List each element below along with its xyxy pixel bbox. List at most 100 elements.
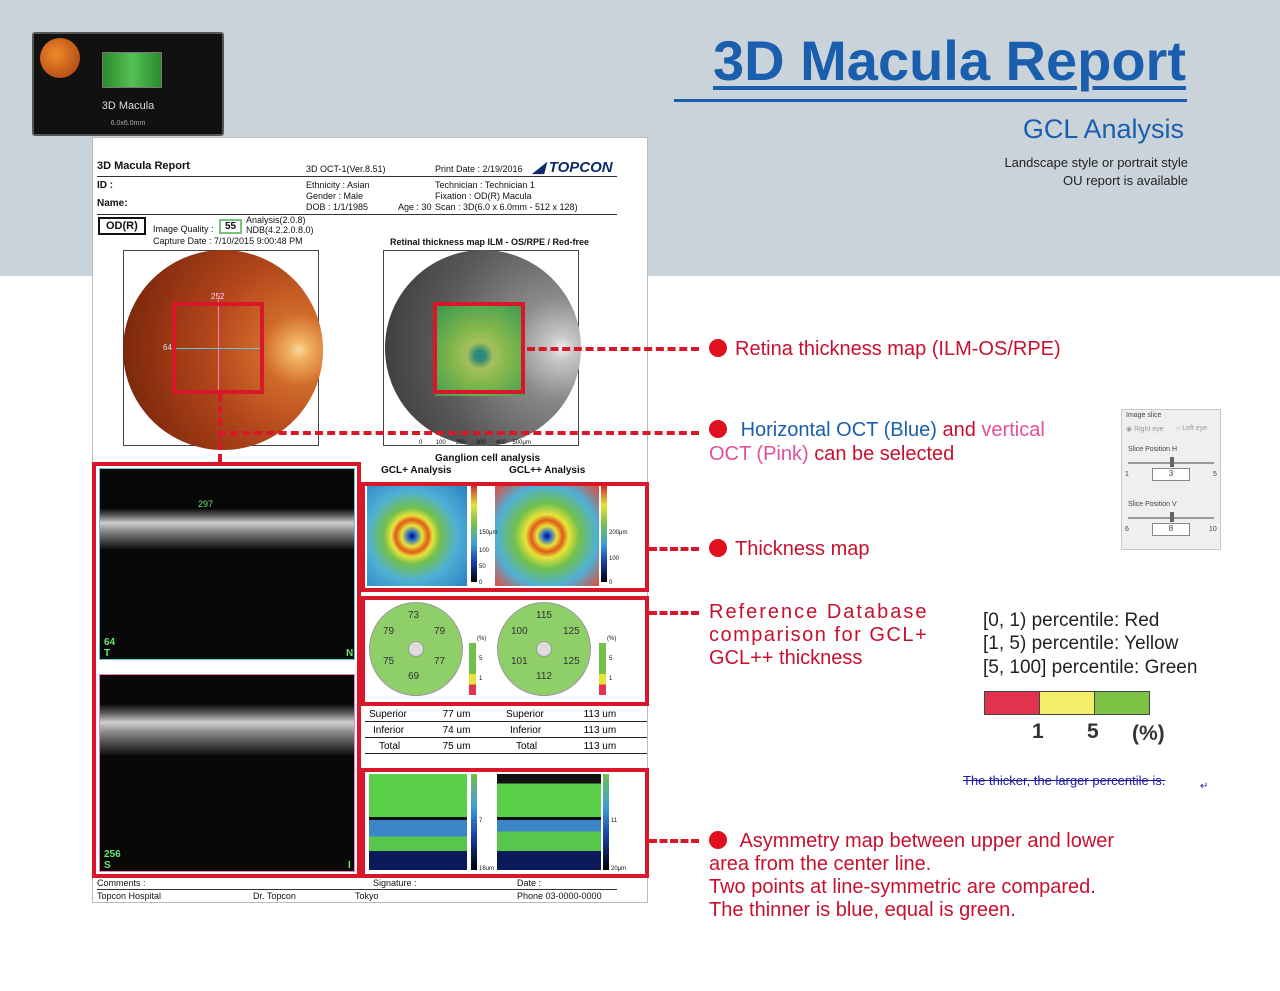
fundus-photo xyxy=(123,250,323,450)
grid-value: 125 xyxy=(563,626,580,637)
oct-pink-text: OCT (Pink) xyxy=(709,443,809,465)
oct-vertical-text: vertical xyxy=(981,419,1045,441)
retina-layer-band xyxy=(100,705,354,755)
percentile-tick-1: 1 xyxy=(1032,720,1044,743)
scale-label: 400 xyxy=(495,440,506,446)
print-date: Print Date : 2/19/2016 xyxy=(435,164,523,174)
asymmetry-annotation-line2: area from the center line. xyxy=(709,853,932,875)
scale-bar: 0 100 200 300 400 500μm xyxy=(419,440,531,446)
thickness-map-highlight xyxy=(433,302,525,394)
slice-h-label: Slice Position H xyxy=(1128,446,1178,453)
title-underline xyxy=(674,99,1187,102)
slice-h-min: 1 xyxy=(1125,471,1129,478)
percentile-tick: 5 xyxy=(479,656,483,662)
retina-layer-band xyxy=(100,509,354,549)
city-name: Tokyo xyxy=(355,891,379,901)
slice-h-handle[interactable] xyxy=(1170,457,1174,467)
oct-vertical-connector xyxy=(218,394,222,462)
vertical-scan-line xyxy=(218,298,219,398)
retina-connector xyxy=(527,347,699,351)
thickness-annotation-text: Thickness map xyxy=(735,538,870,560)
left-eye-radio[interactable]: ○ Left eye xyxy=(1176,425,1208,432)
slice-v-max: 10 xyxy=(1209,526,1217,533)
grid-value: 79 xyxy=(434,626,446,637)
ou-note: OU report is available xyxy=(1063,173,1188,188)
bullet-icon xyxy=(709,831,727,849)
colorbar-tick: 0 xyxy=(479,580,483,586)
table-row: Total 75 um Total 113 um xyxy=(365,737,647,754)
thickness-connector xyxy=(649,547,699,551)
colorbar-tick: 0 xyxy=(609,580,613,586)
colorbar-tick: 20μm xyxy=(611,866,627,872)
retina-annotation-text: Retina thickness map (ILM-OS/RPE) xyxy=(735,338,1061,360)
gcl-plus-asymmetry-map xyxy=(369,774,467,870)
table-cell: Inferior xyxy=(365,721,439,738)
left-eye-label: Left eye xyxy=(1182,425,1208,432)
slice-v-label: Slice Position V xyxy=(1128,501,1177,508)
colorbar-tick: 50 xyxy=(479,564,486,570)
thickness-maps-highlight xyxy=(361,482,649,592)
3d-macula-thumbnail[interactable]: 3D Macula 6.0x6.0mm xyxy=(32,32,224,136)
percentile-tick: 1 xyxy=(479,676,483,682)
gcl-plusplus-colorbar xyxy=(601,486,607,582)
percentile-red-text: [0, 1) percentile: Red xyxy=(983,610,1160,631)
id-label: ID : xyxy=(97,180,114,191)
report-preview-icon xyxy=(102,52,162,88)
percentile-yellow-swatch xyxy=(1040,692,1095,714)
ndb-version: NDB(4.2.2.0.8.0) xyxy=(246,225,314,235)
slice-v-handle[interactable] xyxy=(1170,512,1174,522)
colorbar-tick: 150μm xyxy=(479,530,498,536)
brand-logo: ◢ TOPCON xyxy=(533,158,613,176)
scale-label: 300 xyxy=(475,440,486,446)
layers-icon xyxy=(40,38,80,78)
signature-label: Signature : xyxy=(373,878,417,888)
dob: DOB : 1/1/1985 xyxy=(306,202,369,212)
table-row: Inferior 74 um Inferior 113 um xyxy=(365,721,647,738)
oct-rest-text: can be selected xyxy=(808,443,955,465)
grid-value: 101 xyxy=(511,656,528,667)
asymmetry-highlight xyxy=(361,768,649,878)
oct-blue-text: Horizontal OCT (Blue) xyxy=(740,419,937,441)
grid-center xyxy=(408,641,424,657)
phone-number: Phone 03-0000-0000 xyxy=(517,891,602,901)
map-title: Retinal thickness map ILM - OS/RPE / Red… xyxy=(390,237,590,247)
thickness-overlay xyxy=(435,306,525,396)
table-cell: 75 um xyxy=(438,737,503,754)
colorbar-tick: 100 xyxy=(609,556,620,562)
oct-highlight xyxy=(92,462,361,878)
oct-annotation: Horizontal OCT (Blue) and vertical xyxy=(709,418,1045,442)
report-version: 3D OCT-1(Ver.8.51) xyxy=(306,164,386,174)
grid-value: 73 xyxy=(408,610,420,621)
gcl-plusplus-asymmetry-map xyxy=(497,774,601,870)
report-title: 3D Macula Report xyxy=(97,160,190,172)
fixation: Fixation : OD(R) Macula xyxy=(435,191,532,201)
slice-h-input[interactable]: 3 xyxy=(1152,468,1190,481)
table-cell: 113 um xyxy=(579,737,647,754)
table-cell: Total xyxy=(502,737,580,754)
hospital-name: Topcon Hospital xyxy=(97,891,162,901)
scale-label: 0 xyxy=(419,440,423,446)
table-cell: 113 um xyxy=(579,708,647,722)
percentile-tick-5: 5 xyxy=(1087,720,1099,743)
table-row: Superior 77 um Superior 113 um xyxy=(365,708,647,722)
slice-v-min: 6 xyxy=(1125,526,1129,533)
right-eye-radio[interactable]: ◉ Right eye xyxy=(1126,426,1164,433)
asymmetry-connector xyxy=(649,839,699,843)
brand-name: TOPCON xyxy=(548,159,613,176)
horizontal-oct-image: 297 64 T N xyxy=(99,468,355,660)
reference-annotation-line3: GCL++ thickness xyxy=(709,647,863,669)
reference-annotation-line1: Reference Database xyxy=(709,601,929,623)
asymmetry-annotation-line3: Two points at line-symmetric are compare… xyxy=(709,876,1096,898)
right-eye-label: Right eye xyxy=(1134,426,1164,433)
colorbar-tick: 200μm xyxy=(609,530,628,536)
table-cell: Total xyxy=(365,737,439,754)
info-rule xyxy=(97,214,617,215)
slice-v-input[interactable]: 8 xyxy=(1152,523,1190,536)
colorbar-tick: 7 xyxy=(479,818,483,824)
grid-value: 79 xyxy=(383,626,395,637)
technician: Technician : Technician 1 xyxy=(435,180,535,190)
asymmetry-colorbar xyxy=(471,774,477,870)
eye-badge: OD(R) xyxy=(98,217,146,235)
slice-position-panel: Image slice ◉ Right eye ○ Left eye Slice… xyxy=(1121,409,1221,550)
asymmetry-annotation: Asymmetry map between upper and lower xyxy=(709,829,1114,853)
